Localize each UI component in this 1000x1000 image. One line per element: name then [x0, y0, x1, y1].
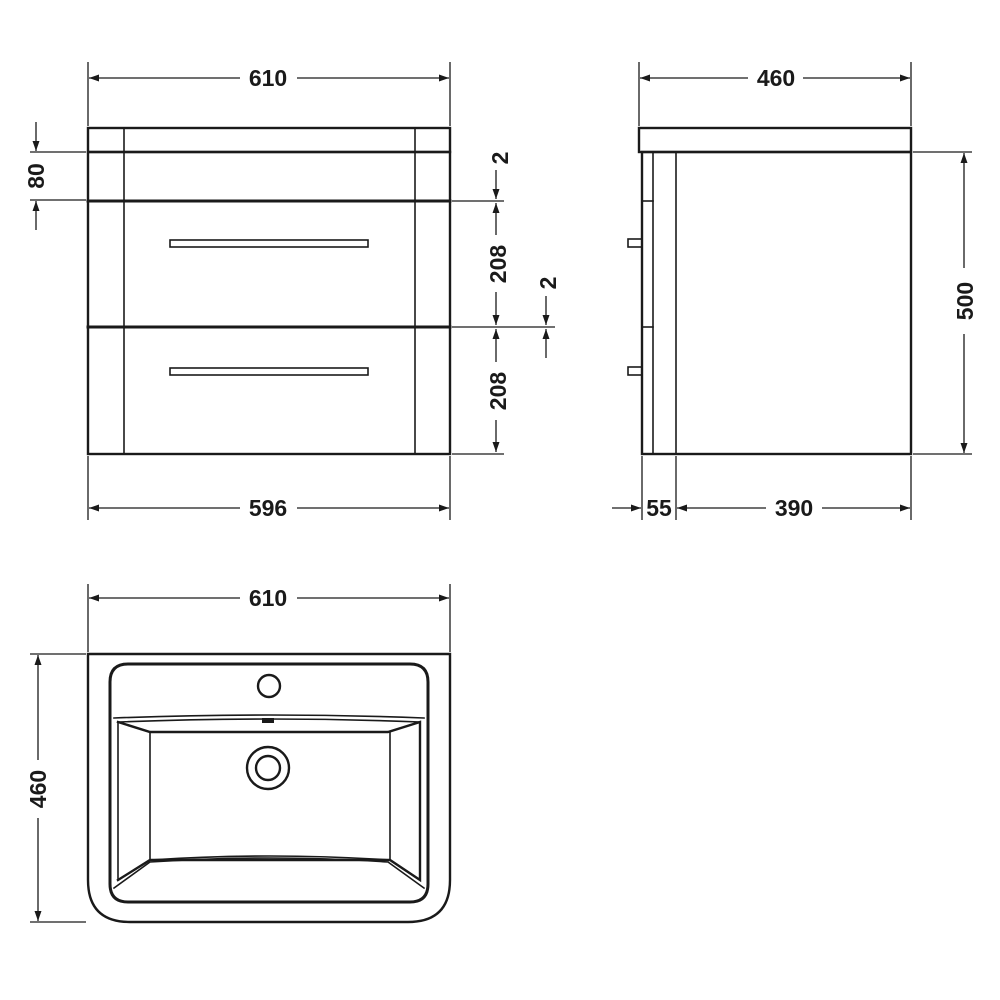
front-width-bottom-label: 596: [249, 495, 287, 521]
body-depth-label: 390: [775, 495, 813, 521]
tap-hole: [256, 673, 282, 699]
front-width-top-label: 610: [249, 65, 287, 91]
upper-drawer-height-label: 208: [485, 245, 511, 284]
side-lower-handle: [627, 366, 643, 376]
side-upper-handle: [627, 238, 643, 248]
basin-width-label: 610: [249, 585, 287, 611]
side-height-label: 500: [952, 282, 978, 320]
side-depth-top-label: 460: [757, 65, 795, 91]
lower-drawer-height-label: 208: [485, 372, 511, 411]
upper-drawer-handle: [169, 239, 369, 248]
basin-inner-rim: [108, 662, 430, 904]
front-depth-label: 55: [646, 495, 672, 521]
basin-plan-view: 610 460: [25, 584, 452, 924]
side-countertop: [637, 126, 913, 154]
lower-drawer-handle: [169, 367, 369, 376]
side-cabinet-body: [640, 150, 913, 456]
lower-gap-label: 2: [535, 277, 561, 290]
top-rail-height-label: 80: [23, 163, 49, 189]
side-view: 460 500 55 390: [612, 62, 978, 521]
upper-gap-label: 2: [487, 152, 513, 165]
front-cabinet-body: [86, 150, 452, 456]
tap-ledge-edge: [113, 714, 425, 719]
front-view: 610 596 80 2 208 2 208: [23, 62, 561, 521]
basin-outer-outline: [86, 652, 452, 924]
basin-depth-label: 460: [25, 770, 51, 808]
waste-inner: [254, 754, 282, 782]
waste-outer: [245, 745, 291, 791]
front-countertop: [86, 126, 452, 154]
overflow-slot: [262, 718, 274, 723]
